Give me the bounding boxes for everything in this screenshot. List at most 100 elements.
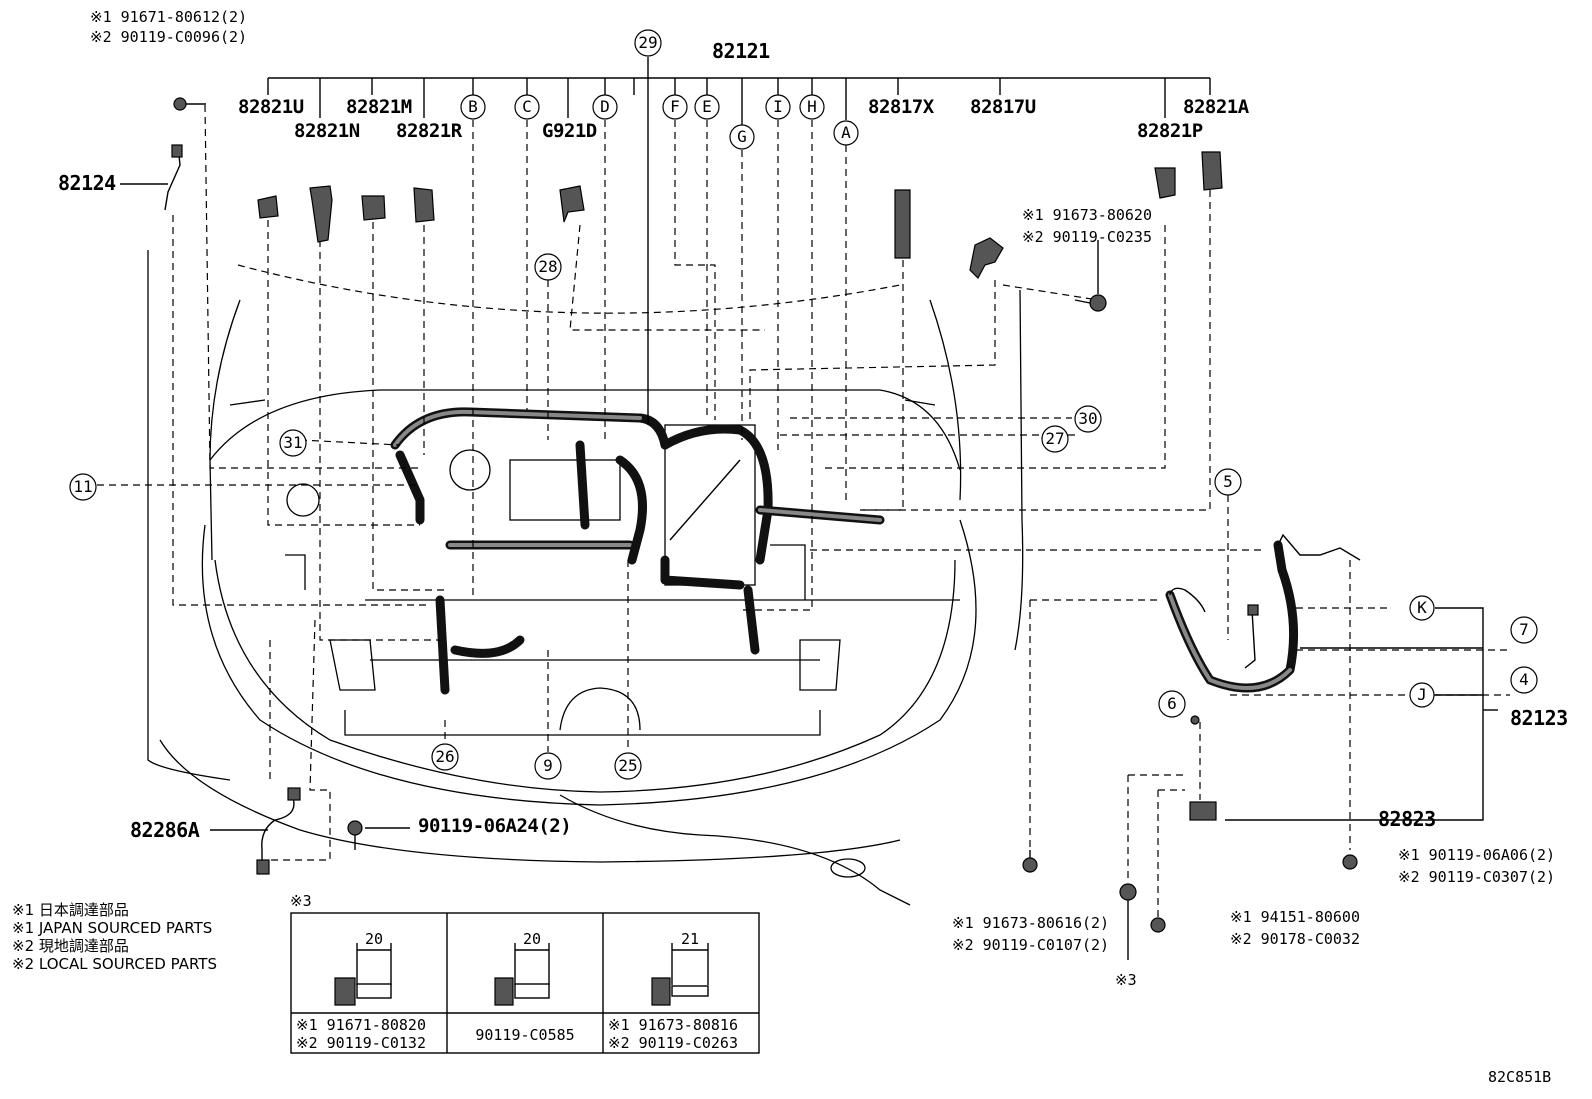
tow-hook-opening bbox=[559, 687, 641, 731]
label-82817U: 82817U bbox=[970, 96, 1036, 118]
bolt-1-part-1: ※1 91671-80820 bbox=[296, 1016, 426, 1034]
front-harness-branch bbox=[1244, 609, 1256, 669]
bolt-2-part-1: 90119-C0585 bbox=[475, 1026, 574, 1044]
bolt-82817U bbox=[1089, 294, 1107, 312]
hood-edge bbox=[237, 264, 901, 314]
callout-C: C bbox=[514, 94, 540, 120]
engine-harness-bundle bbox=[390, 407, 885, 695]
label-82821N: 82821N bbox=[294, 120, 360, 142]
callout-25: 25 bbox=[614, 752, 642, 780]
callout-7: 7 bbox=[1510, 616, 1538, 644]
harness-bottom-run bbox=[660, 555, 745, 590]
reservoir-cap bbox=[286, 483, 320, 517]
callout-29: 29 bbox=[634, 29, 662, 57]
connector-82817U bbox=[969, 237, 1004, 279]
right-headlamp-bracket bbox=[799, 639, 841, 691]
svg-text:25: 25 bbox=[618, 756, 637, 775]
connector-82817X bbox=[894, 189, 911, 259]
svg-text:E: E bbox=[702, 97, 712, 116]
svg-text:B: B bbox=[468, 97, 478, 116]
label-82821A: 82821A bbox=[1183, 96, 1250, 118]
svg-text:I: I bbox=[773, 97, 783, 116]
bolt-3-part-2: ※2 90119-C0263 bbox=[608, 1034, 738, 1052]
front-harness-body bbox=[1165, 540, 1299, 693]
body-brackets bbox=[285, 544, 806, 600]
callout-K: K bbox=[1409, 595, 1435, 621]
connector-leaders bbox=[97, 57, 1510, 920]
fastener-bottom-2b: ※2 90178-C0032 bbox=[1230, 930, 1360, 948]
bolt-1-part-2: ※2 90119-C0132 bbox=[296, 1034, 426, 1052]
connector-G921D bbox=[559, 185, 585, 223]
callout-4: 4 bbox=[1510, 666, 1538, 694]
legend-line-3: ※2 現地調達部品 bbox=[12, 937, 129, 955]
harness-labels: 82121 82123 82124 82286A 82823 bbox=[58, 39, 1568, 842]
bolt-note3 bbox=[1119, 883, 1137, 901]
bolt-head-3 bbox=[651, 977, 671, 1006]
callout-26: 26 bbox=[431, 743, 459, 771]
svg-text:4: 4 bbox=[1519, 670, 1529, 689]
svg-text:30: 30 bbox=[1078, 409, 1097, 428]
connector-82821P bbox=[1154, 167, 1176, 199]
label-82821U: 82821U bbox=[238, 96, 304, 118]
right-fender-inner bbox=[929, 299, 962, 501]
clip-6 bbox=[1190, 715, 1200, 725]
label-82123: 82123 bbox=[1510, 706, 1568, 730]
harness-right-drop bbox=[615, 455, 647, 565]
letter-callouts: B C D F E G I H A K J bbox=[460, 94, 1435, 708]
clip-94151 bbox=[1150, 917, 1166, 933]
svg-text:D: D bbox=[600, 97, 610, 116]
main-harness-trunk bbox=[267, 77, 1211, 125]
left-fender-inner bbox=[209, 299, 241, 561]
connector-parts bbox=[164, 97, 1223, 312]
right-fender-edge bbox=[1014, 289, 1024, 651]
svg-text:11: 11 bbox=[73, 477, 92, 496]
fastener-top-left-2: ※2 90119-C0096(2) bbox=[90, 28, 247, 46]
svg-text:9: 9 bbox=[543, 756, 553, 775]
callout-6: 6 bbox=[1158, 690, 1186, 718]
label-G921D: G921D bbox=[542, 120, 597, 142]
bolt-length-1: 20 bbox=[365, 930, 383, 948]
bolt-head-2 bbox=[494, 977, 514, 1006]
fastener-bottom-2a: ※1 94151-80600 bbox=[1230, 908, 1360, 926]
svg-text:A: A bbox=[841, 123, 851, 142]
label-82821P: 82821P bbox=[1137, 120, 1203, 142]
bolt-right bbox=[1342, 854, 1358, 870]
fastener-top-left-1: ※1 91671-80612(2) bbox=[90, 8, 247, 26]
svg-text:7: 7 bbox=[1519, 620, 1529, 639]
svg-text:G: G bbox=[737, 127, 747, 146]
front-bumper bbox=[201, 519, 977, 806]
bolt-82817U-shank bbox=[1074, 299, 1091, 304]
sensor-wire-82286A bbox=[210, 787, 410, 875]
callout-I: I bbox=[765, 94, 791, 120]
callout-27: 27 bbox=[1041, 425, 1069, 453]
callout-11: 11 bbox=[69, 473, 97, 501]
diagram-code: 82C851B bbox=[1488, 1068, 1551, 1086]
bolt-table-frame bbox=[290, 912, 760, 1054]
bolt-table: ※3 20 ※1 91671-80820 ※2 90119-C0132 20 9… bbox=[290, 892, 760, 1054]
fastener-labels: ※1 91671-80612(2) ※2 90119-C0096(2) ※1 9… bbox=[90, 8, 1555, 989]
bolt-bottom-1 bbox=[1022, 857, 1038, 873]
legend-line-4: ※2 LOCAL SOURCED PARTS bbox=[12, 955, 217, 973]
legend-line-1: ※1 日本調達部品 bbox=[12, 901, 129, 919]
fastener-right-1: ※1 90119-06A06(2) bbox=[1398, 846, 1555, 864]
svg-text:28: 28 bbox=[538, 257, 557, 276]
bolt-top-left bbox=[173, 97, 187, 111]
connector-82821N bbox=[309, 185, 333, 243]
callout-28: 28 bbox=[534, 253, 562, 281]
harness-center-drop bbox=[575, 440, 590, 530]
callout-31: 31 bbox=[279, 429, 307, 457]
bumper-inner bbox=[214, 559, 956, 793]
front-harness-ends bbox=[1277, 533, 1361, 561]
svg-text:J: J bbox=[1417, 685, 1427, 704]
fastener-bottom-1b: ※2 90119-C0107(2) bbox=[952, 936, 1109, 954]
label-82821M: 82821M bbox=[346, 96, 412, 118]
oil-cap bbox=[449, 449, 491, 491]
fastener-right-2: ※2 90119-C0307(2) bbox=[1398, 868, 1555, 886]
left-fender-edge bbox=[147, 250, 231, 781]
callout-G: G bbox=[729, 124, 755, 150]
label-82821R: 82821R bbox=[396, 120, 463, 142]
bracket-82123 bbox=[1225, 607, 1498, 821]
bumper-skirt bbox=[559, 794, 911, 906]
front-harness-82123 bbox=[1022, 533, 1361, 960]
